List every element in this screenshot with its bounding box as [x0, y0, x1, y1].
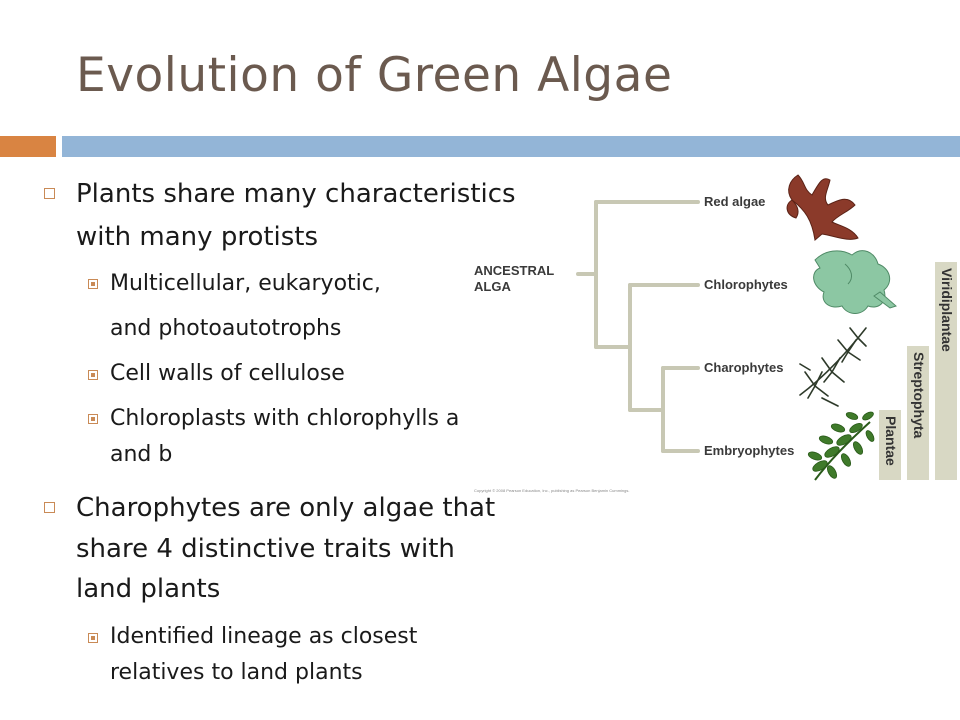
sub-bullet-text: and b [110, 442, 173, 467]
sub-bullet-text: relatives to land plants [110, 660, 363, 685]
clade-label-plantae: Plantae [883, 416, 899, 466]
bullet-text: land plants [76, 574, 221, 604]
phylogeny-diagram: ANCESTRAL ALGA Red algae Chlorophytes Ch… [474, 174, 957, 493]
root-label: ALGA [474, 279, 511, 294]
accent-bar-blue [62, 136, 960, 157]
sub-bullet-marker [88, 414, 98, 424]
bullet-marker [44, 502, 55, 513]
sub-bullet-text: and photoautotrophs [110, 316, 342, 341]
taxon-chlorophytes: Chlorophytes [704, 277, 788, 292]
tree-branches [576, 200, 700, 453]
clade-bar-plantae [879, 410, 901, 480]
accent-bar-orange [0, 136, 56, 157]
clade-label-viridiplantae: Viridiplantae [939, 268, 955, 352]
bullet-text: with many protists [76, 222, 319, 252]
sub-bullet-marker [88, 279, 98, 289]
clade-bar-viridiplantae [935, 262, 957, 480]
root-label: ANCESTRAL [474, 263, 554, 278]
taxon-embryophytes: Embryophytes [704, 443, 794, 458]
red-alga-icon [786, 174, 859, 241]
bullet-text: Plants share many characteristics [76, 179, 516, 209]
charophyte-icon [799, 327, 867, 407]
bullet-text: share 4 distinctive traits with [76, 534, 455, 564]
sub-bullet-text: Cell walls of cellulose [110, 361, 345, 386]
sub-bullet-marker [88, 633, 98, 643]
sub-bullet-marker [88, 370, 98, 380]
clade-bars [879, 262, 957, 480]
clade-bar-streptophyta [907, 346, 929, 480]
chlorophyte-icon [813, 250, 897, 314]
clade-label-streptophyta: Streptophyta [911, 352, 927, 439]
taxon-charophytes: Charophytes [704, 360, 783, 375]
sub-bullet-text: Chloroplasts with chlorophylls a [110, 406, 460, 431]
taxon-red-algae: Red algae [704, 194, 765, 209]
slide-title: Evolution of Green Algae [76, 48, 673, 103]
bullet-text: Charophytes are only algae that [76, 493, 496, 523]
embryophyte-icon [807, 411, 875, 481]
sub-bullet-text: Identified lineage as closest [110, 624, 418, 649]
sub-bullet-text: Multicellular, eukaryotic, [110, 271, 381, 296]
copyright-credit: Copyright © 2008 Pearson Education, Inc.… [474, 488, 629, 493]
bullet-marker [44, 188, 55, 199]
